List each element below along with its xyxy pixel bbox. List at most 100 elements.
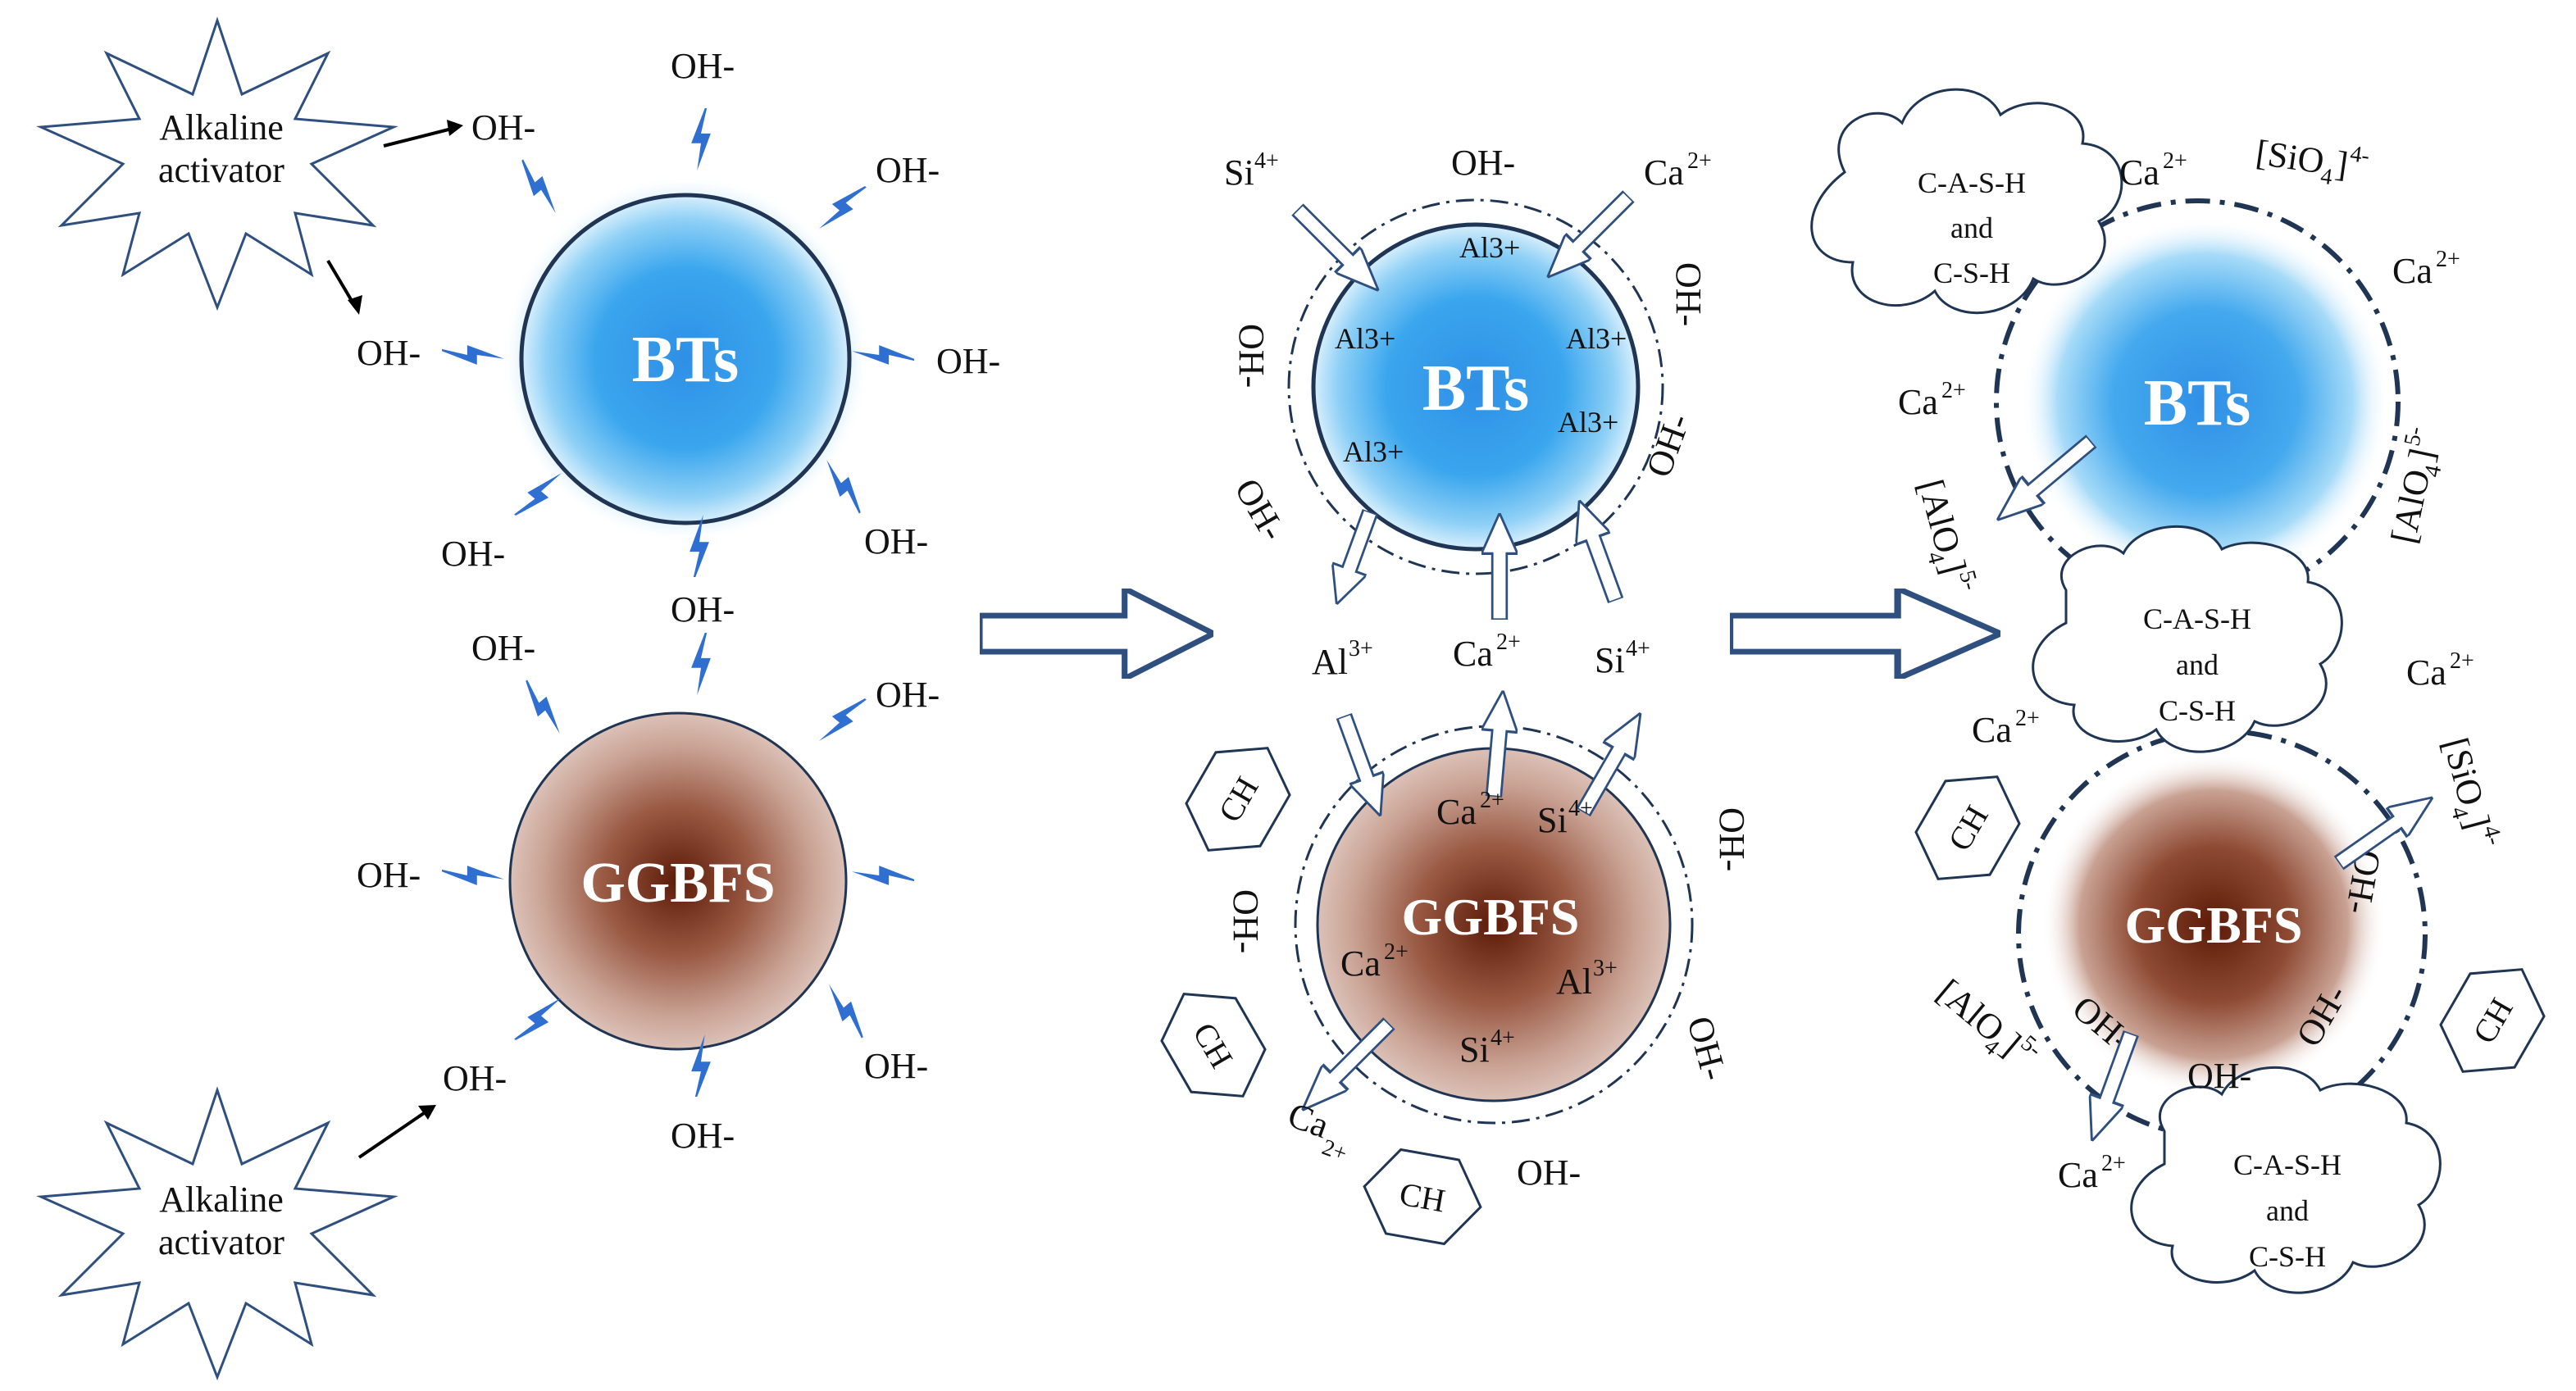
svg-text:Al: Al — [1556, 961, 1592, 1002]
activator-burst-bottom: Alkaline activator — [36, 1086, 398, 1381]
svg-text:2+: 2+ — [1687, 148, 1712, 174]
lightning-bolt-icon — [691, 633, 711, 695]
svg-text:2+: 2+ — [2450, 648, 2474, 674]
lightning-bolt-icon — [814, 689, 870, 750]
sio4-ion-label: [SiO 4 ] 4- — [2254, 132, 2372, 191]
lightning-bolt-icon — [442, 866, 504, 885]
oh-label: OH- — [357, 333, 421, 373]
lightning-bolt-icon — [511, 157, 567, 217]
svg-text:Si: Si — [1224, 152, 1254, 193]
ca-ion-label: Ca 2+ — [2119, 148, 2187, 193]
svg-text:3+: 3+ — [1593, 956, 1618, 981]
svg-text:[AlO: [AlO — [1910, 475, 1968, 557]
svg-text:C-S-H: C-S-H — [2159, 694, 2236, 727]
ggbfs-particle-stage1 — [508, 711, 848, 1051]
svg-text:2+: 2+ — [1384, 939, 1409, 965]
ch-crystal: CH — [1363, 1148, 1482, 1246]
bts-particle-stage3 — [2021, 217, 2390, 586]
svg-text:4: 4 — [2319, 164, 2334, 191]
svg-text:Ca: Ca — [2406, 652, 2446, 693]
ca-ion-label: Ca 2+ — [2392, 247, 2460, 291]
svg-text:[SiO: [SiO — [2435, 734, 2492, 810]
svg-text:Si: Si — [1459, 1030, 1490, 1070]
activator-bottom-line1: Alkaline — [159, 1180, 284, 1220]
svg-text:[SiO: [SiO — [2254, 132, 2327, 181]
oh-label: OH- — [443, 1058, 507, 1098]
csh-gel-cloud: C-A-S-H and C-S-H — [2032, 525, 2343, 753]
stage3-panel: BTs GGBFS C-A-S-H and C-S-H C-A-S-H and … — [1810, 88, 2546, 1294]
svg-text:Ca: Ca — [2058, 1155, 2098, 1195]
svg-text:C-S-H: C-S-H — [2249, 1240, 2326, 1273]
bts-label-stage2: BTs — [1422, 352, 1530, 425]
svg-text:Ca: Ca — [1436, 792, 1477, 832]
al-ion-label: Al3+ — [1459, 231, 1520, 264]
svg-text:C-A-S-H: C-A-S-H — [2143, 602, 2251, 635]
oh-label: OH- — [1517, 1152, 1581, 1193]
si-ion-label: Si 4+ — [1224, 148, 1279, 193]
lightning-bolt-icon — [442, 345, 504, 365]
stage2-panel: BTs Al3+ Al3+ Al3+ Al3+ Al3+ OH- OH- OH-… — [1160, 143, 1752, 1246]
svg-text:2+: 2+ — [2101, 1151, 2126, 1176]
activator-arrow-3 — [357, 1110, 428, 1159]
oh-label: OH- — [1712, 807, 1752, 871]
al-ion-label: Al3+ — [1566, 322, 1627, 355]
lightning-bolt-icon — [818, 980, 874, 1041]
ca-ion-label: Ca 2+ — [1283, 1094, 1350, 1166]
oh-label: OH- — [671, 589, 735, 630]
svg-text:Ca: Ca — [1972, 710, 2012, 750]
bts-label-stage1: BTs — [632, 324, 740, 396]
svg-text:3+: 3+ — [1349, 636, 1373, 661]
svg-text:2+: 2+ — [2015, 706, 2040, 731]
stage-transition-arrow — [980, 589, 1213, 679]
oh-label: OH- — [936, 341, 1000, 381]
lightning-bolt-icon — [691, 108, 711, 170]
svg-text:]: ] — [2333, 143, 2351, 185]
oh-label: OH- — [864, 1046, 928, 1086]
alo4-ion-label: [AlO 4 ] 5- — [1930, 971, 2047, 1064]
svg-text:2+: 2+ — [1318, 1134, 1350, 1166]
bts-particle-stage1 — [519, 193, 852, 525]
ch-crystal: CH — [2439, 968, 2546, 1073]
svg-text:2+: 2+ — [1941, 378, 1966, 403]
ca-ion-label: Ca 2+ — [1972, 706, 2040, 750]
oh-label: OH- — [864, 521, 928, 561]
svg-text:C-A-S-H: C-A-S-H — [1918, 166, 2026, 199]
lightning-bolt-icon — [814, 177, 870, 238]
oh-label: OH- — [441, 534, 505, 574]
ca-ion-label: Ca 2+ — [1898, 378, 1966, 422]
oh-label: OH- — [876, 675, 940, 715]
ca-ion-label: Ca 2+ — [1340, 939, 1409, 984]
oh-label: OH- — [357, 855, 421, 895]
oh-label: OH- — [876, 150, 940, 190]
ch-crystal: CH — [1160, 993, 1267, 1098]
svg-text:2+: 2+ — [2436, 247, 2460, 272]
stage1-panel: Alkaline activator BTs OH- OH- OH- OH- O… — [36, 16, 1000, 1381]
svg-text:C-A-S-H: C-A-S-H — [2233, 1148, 2342, 1181]
si-ion-label: Si 4+ — [1459, 1025, 1515, 1070]
si-ion-label: Si 4+ — [1595, 636, 1650, 680]
svg-text:Ca: Ca — [1340, 943, 1381, 984]
oh-label: OH- — [1231, 324, 1272, 388]
svg-text:Ca: Ca — [1644, 152, 1684, 193]
ch-crystal: CH — [1185, 747, 1291, 852]
oh-label: OH- — [471, 628, 535, 668]
ggbfs-label-stage1: GGBFS — [580, 852, 775, 915]
activator-top-line2: activator — [158, 150, 284, 190]
svg-text:CH: CH — [1397, 1175, 1449, 1220]
svg-text:4+: 4+ — [1626, 636, 1650, 661]
svg-text:4+: 4+ — [1254, 148, 1279, 174]
alo4-ion-label: [AlO 4 ] 5- — [2383, 425, 2447, 547]
reaction-boundary-dashed — [1287, 198, 1664, 575]
svg-text:C-S-H: C-S-H — [1933, 257, 2010, 289]
svg-text:2+: 2+ — [2163, 148, 2187, 174]
oh-label: OH- — [2187, 1056, 2251, 1096]
si-ion-label: Si 4+ — [1537, 796, 1593, 840]
svg-text:and: and — [1950, 211, 1993, 244]
ca-ion-label: Ca 2+ — [2406, 648, 2474, 693]
ggbfs-label-stage2: GGBFS — [1402, 888, 1580, 946]
ca-ion-label: Ca 2+ — [2058, 1151, 2126, 1195]
lightning-bolt-icon — [852, 866, 914, 885]
svg-text:Ca: Ca — [2392, 251, 2433, 291]
oh-label: OH- — [471, 107, 535, 148]
